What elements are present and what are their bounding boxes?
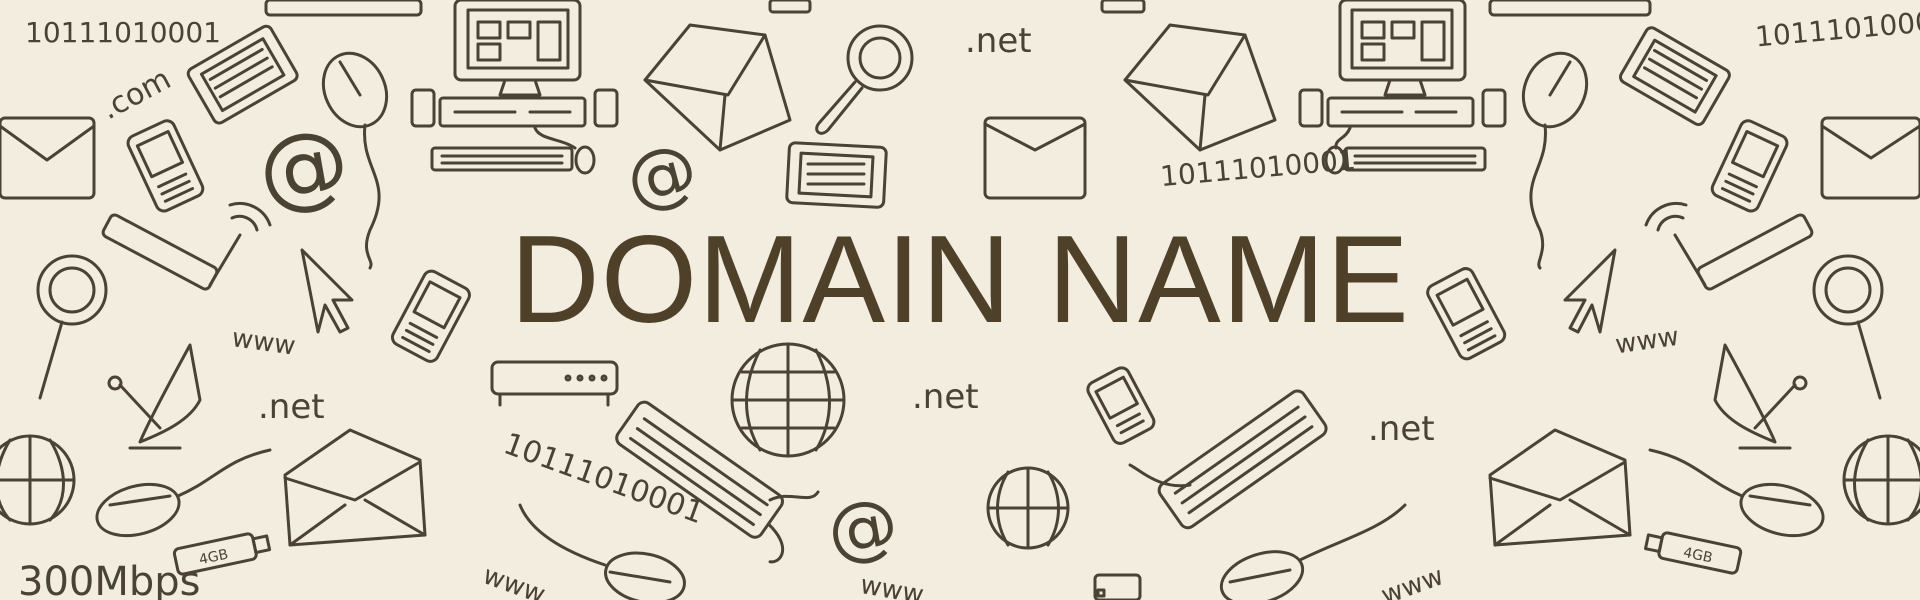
mobile-phone-icon xyxy=(1710,119,1789,213)
satellite-dish-icon xyxy=(107,343,202,450)
mouse-icon xyxy=(95,448,272,538)
usb-text: 4GB xyxy=(198,547,230,569)
at-text: @ xyxy=(617,126,706,223)
www-text: www xyxy=(1377,561,1447,600)
globe-icon xyxy=(1842,434,1920,526)
desktop-computer-icon xyxy=(410,0,619,175)
envelope-icon xyxy=(983,116,1087,200)
tablet-icon xyxy=(785,141,888,209)
at-sign-icon: @ xyxy=(821,481,904,574)
cursor-arrow-icon xyxy=(300,248,354,334)
mobile-phone-icon xyxy=(1426,267,1507,361)
tablet-icon xyxy=(1618,26,1731,127)
usb-text: 4GB xyxy=(1682,545,1714,567)
mobile-phone-icon xyxy=(126,119,205,213)
mouse-icon xyxy=(1521,51,1589,270)
mobile-phone-icon xyxy=(390,269,471,363)
satellite-dish-icon xyxy=(1713,343,1808,450)
magnifier-icon xyxy=(1812,254,1884,400)
net-text: .net xyxy=(1368,409,1435,449)
at-text: @ xyxy=(821,481,904,574)
page-title: DOMAIN NAME xyxy=(510,211,1410,349)
tablet-icon xyxy=(186,24,299,125)
keyboard-icon xyxy=(1157,389,1328,530)
usb-drive-icon: 4GB xyxy=(1644,531,1743,575)
speed-text: 300Mbps xyxy=(18,559,200,600)
net-text: .net xyxy=(258,387,325,427)
small-device-icon xyxy=(1100,0,1652,17)
com-text: .com xyxy=(95,62,176,127)
envelope-icon xyxy=(1488,428,1632,547)
keyboard-cable xyxy=(768,490,820,502)
net-text: .net xyxy=(912,377,979,417)
mouse-icon xyxy=(518,503,686,600)
envelope-icon xyxy=(643,23,792,152)
net-text: .net xyxy=(965,21,1032,61)
mouse-icon xyxy=(1648,448,1825,538)
globe-icon xyxy=(986,466,1070,550)
wifi-router-icon xyxy=(1644,201,1814,291)
cursor-arrow-icon xyxy=(1563,248,1617,334)
modem-icon xyxy=(490,360,619,407)
wifi-router-icon xyxy=(101,201,272,291)
binary-text: 10111010001 xyxy=(25,16,221,49)
magnifier-icon xyxy=(36,254,108,400)
www-text: www xyxy=(479,560,549,600)
keyboard-cable xyxy=(1128,463,1192,488)
at-sign-icon: @ xyxy=(250,107,357,226)
envelope-icon-small xyxy=(264,0,812,17)
usb-drive-icon xyxy=(1093,573,1142,600)
envelope-icon xyxy=(283,428,427,547)
envelope-icon xyxy=(1820,116,1920,200)
mouse-icon xyxy=(1219,503,1407,600)
at-text: @ xyxy=(250,107,357,226)
mouse-icon xyxy=(321,51,389,270)
binary-text: 10111010001 xyxy=(1754,4,1920,54)
at-sign-icon: @ xyxy=(617,126,706,223)
binary-text: 10111010001 xyxy=(1159,143,1357,193)
envelope-icon xyxy=(1123,23,1277,152)
mobile-phone-icon xyxy=(1086,366,1156,445)
envelope-icon xyxy=(0,116,96,200)
usb-drive-icon: 4GB xyxy=(172,532,272,576)
globe-icon xyxy=(0,434,76,526)
www-text: www xyxy=(858,570,926,600)
magnifier-icon xyxy=(815,24,914,135)
globe-icon xyxy=(730,342,846,458)
desktop-computer-icon xyxy=(1298,0,1507,175)
keyboard-icon xyxy=(615,400,785,564)
